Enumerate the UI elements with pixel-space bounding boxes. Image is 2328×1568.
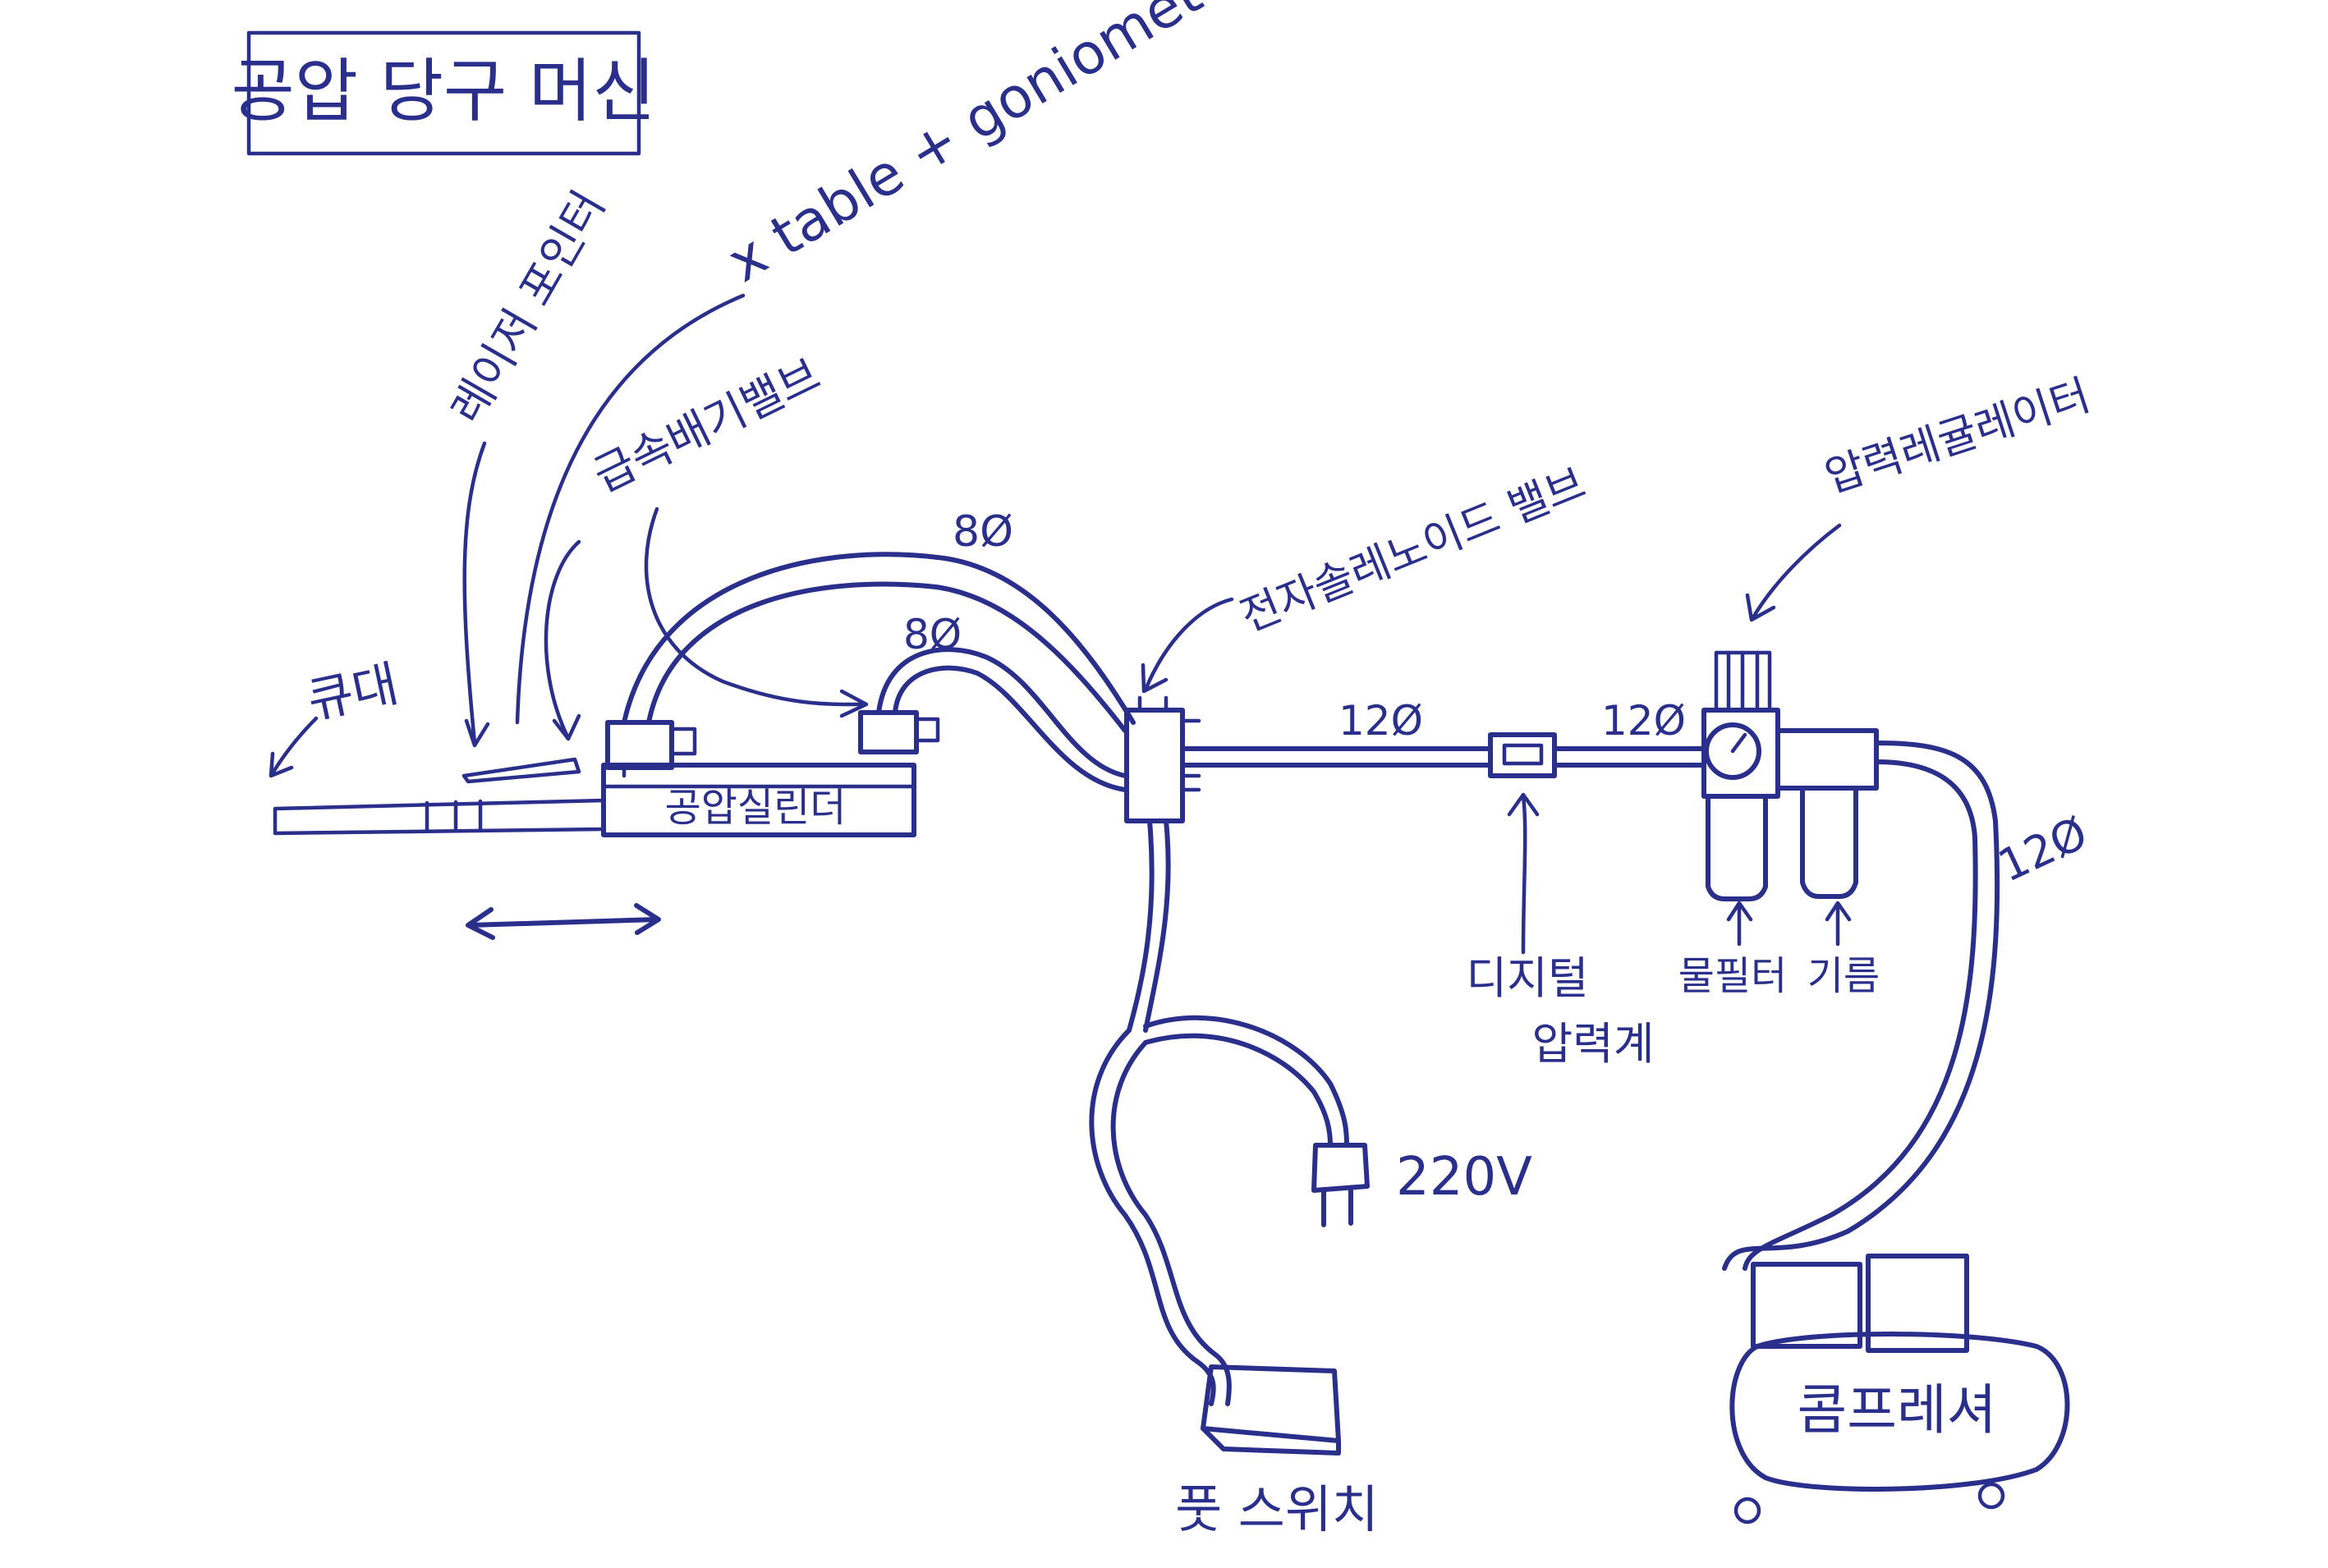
laser-pointer-leader [462,441,490,748]
pressure-regulator [1701,650,1780,799]
pressure-regulator-label: 압력레귤레이터 [1819,371,2096,503]
solenoid-cable [1089,818,1349,1406]
foot-switch [1201,1364,1341,1456]
cue-arrow [269,716,319,778]
compressor-line-size: 12Ø [1991,807,2095,892]
diagram-title: 공압 당구 머신 [231,51,655,131]
solenoid-valve [1124,695,1201,823]
quick-exhaust-valve-label: 급속배기밸브 [585,348,829,502]
water-filter [1706,794,1768,901]
title-box: 공압 당구 머신 [231,30,656,156]
solenoid-valve-leader [1141,597,1234,694]
digital-gauge-leader [1507,792,1540,955]
power-voltage-label: 220V [1396,1147,1532,1208]
cue-stick [273,757,606,836]
digital-pressure-gauge [1488,732,1557,778]
pressure-regulator-leader [1745,523,1842,622]
lubricator-label: 기름 [1807,953,1880,999]
compressor: 콤프레셔 [1729,1254,2070,1524]
air-cylinder: 공압실린더 [601,763,916,837]
lubricator [1775,728,1879,899]
lubricator-leader [1825,901,1852,947]
laser-pointer-label: 레이저 포인터 [441,182,615,433]
lower-hose-size: 8Ø [903,611,962,658]
hose-upper [622,552,1136,733]
water-filter-leader [1726,901,1753,947]
quick-exhaust-valve-leaders [515,293,869,741]
table-goniometer-label: x table + goniometer [717,0,1262,296]
air-cylinder-label: 공압실린더 [665,785,847,831]
water-filter-label: 물필터 [1678,953,1787,999]
quick-exhaust-valve-2 [858,710,940,754]
quick-exhaust-valve-1 [605,720,697,778]
upper-hose-size: 8Ø [953,507,1013,557]
movement-double-arrow [466,903,661,940]
compressor-line [1722,740,2000,1271]
main-line-2-size: 12Ø [1601,697,1686,745]
main-line [1180,746,1706,768]
digital-gauge-label-1: 디지털 [1466,952,1588,1004]
compressor-label: 콤프레셔 [1798,1378,1997,1442]
main-line-1-size: 12Ø [1338,697,1423,745]
power-plug [1311,1143,1370,1227]
digital-gauge-label-2: 압력계 [1531,1018,1654,1070]
solenoid-valve-label: 전자솔레노이드 밸브 [1233,459,1592,642]
foot-switch-label: 풋 스위치 [1175,1479,1379,1539]
hose-lower [876,647,1127,792]
